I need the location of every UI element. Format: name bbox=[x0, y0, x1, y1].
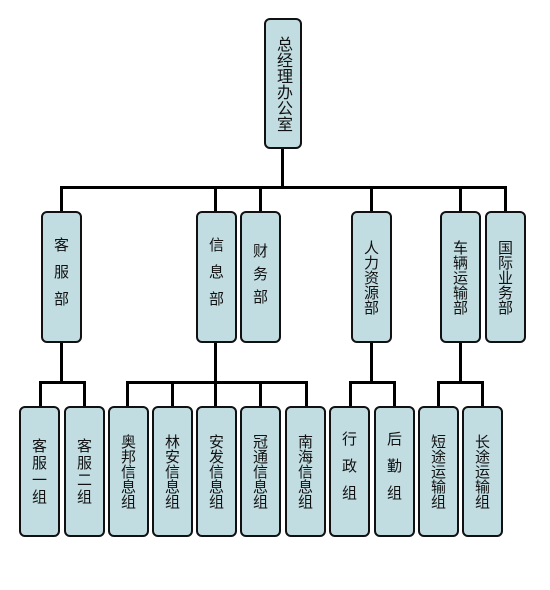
connector-xinxi-g2 bbox=[171, 381, 174, 408]
group-renli-1-label: 行政组 bbox=[340, 431, 358, 512]
group-xinxi-3: 安发信息组 bbox=[196, 406, 237, 537]
group-xinxi-5-label: 南海信息组 bbox=[296, 434, 314, 509]
connector-kefu-bus bbox=[39, 381, 86, 384]
connector-renli-g1 bbox=[349, 381, 352, 408]
group-xinxi-1: 奥邦信息组 bbox=[108, 406, 149, 537]
connector-kefu-g1 bbox=[39, 381, 42, 408]
group-xinxi-3-label: 安发信息组 bbox=[207, 434, 225, 509]
group-cheliang-1-label: 短途运输组 bbox=[429, 434, 447, 509]
connector-cheliang-bus bbox=[437, 381, 484, 384]
connector-xinxi-down bbox=[214, 341, 217, 384]
dept-renli: 人力资源部 bbox=[351, 211, 392, 343]
group-xinxi-2: 林安信息组 bbox=[152, 406, 193, 537]
connector-xinxi-g3 bbox=[214, 381, 217, 408]
dept-xinxi: 信息部 bbox=[196, 211, 237, 343]
group-cheliang-2-label: 长途运输组 bbox=[473, 434, 491, 509]
connector-renli-g2 bbox=[393, 381, 396, 408]
connector-xinxi-g5 bbox=[305, 381, 308, 408]
dept-kefu: 客服部 bbox=[41, 211, 82, 343]
group-kefu-2: 客服二组 bbox=[64, 406, 105, 537]
group-cheliang-2: 长途运输组 bbox=[462, 406, 503, 537]
connector-to-cheliang bbox=[459, 186, 462, 213]
connector-to-kefu bbox=[60, 186, 63, 213]
dept-kefu-label: 客服部 bbox=[52, 236, 70, 318]
dept-xinxi-label: 信息部 bbox=[207, 236, 225, 318]
connector-cheliang-g1 bbox=[437, 381, 440, 408]
dept-guoji: 国际业务部 bbox=[485, 211, 526, 343]
group-kefu-2-label: 客服二组 bbox=[75, 437, 93, 506]
group-xinxi-4-label: 冠通信息组 bbox=[251, 434, 269, 509]
group-xinxi-2-label: 林安信息组 bbox=[163, 434, 181, 509]
connector-to-guoji bbox=[504, 186, 507, 213]
connector-renli-bus bbox=[349, 381, 396, 384]
group-renli-1: 行政组 bbox=[329, 406, 370, 537]
root-node-label: 总经理办公室 bbox=[274, 35, 293, 132]
root-node: 总经理办公室 bbox=[264, 18, 302, 149]
group-cheliang-1: 短途运输组 bbox=[418, 406, 459, 537]
connector-xinxi-g1 bbox=[126, 381, 129, 408]
connector-cheliang-g2 bbox=[481, 381, 484, 408]
connector-renli-down bbox=[370, 341, 373, 384]
group-kefu-1-label: 客服一组 bbox=[30, 437, 48, 506]
connector-to-caiwu bbox=[259, 186, 262, 213]
connector-cheliang-down bbox=[459, 341, 462, 384]
group-renli-2-label: 后勤组 bbox=[385, 431, 403, 512]
dept-guoji-label: 国际业务部 bbox=[496, 239, 514, 315]
dept-caiwu-label: 财务部 bbox=[251, 242, 269, 312]
connector-to-renli bbox=[370, 186, 373, 213]
dept-cheliang: 车辆运输部 bbox=[440, 211, 481, 343]
group-xinxi-5: 南海信息组 bbox=[285, 406, 326, 537]
dept-caiwu: 财务部 bbox=[240, 211, 281, 343]
dept-cheliang-label: 车辆运输部 bbox=[451, 239, 469, 315]
dept-renli-label: 人力资源部 bbox=[362, 239, 380, 315]
connector-kefu-g2 bbox=[83, 381, 86, 408]
connector-to-xinxi bbox=[214, 186, 217, 213]
group-xinxi-1-label: 奥邦信息组 bbox=[119, 434, 137, 509]
group-xinxi-4: 冠通信息组 bbox=[240, 406, 281, 537]
connector-level1-bus bbox=[60, 186, 507, 189]
connector-root-down bbox=[281, 147, 284, 188]
connector-xinxi-bus bbox=[126, 381, 308, 384]
group-renli-2: 后勤组 bbox=[374, 406, 415, 537]
connector-xinxi-g4 bbox=[259, 381, 262, 408]
connector-kefu-down bbox=[60, 341, 63, 384]
group-kefu-1: 客服一组 bbox=[19, 406, 60, 537]
